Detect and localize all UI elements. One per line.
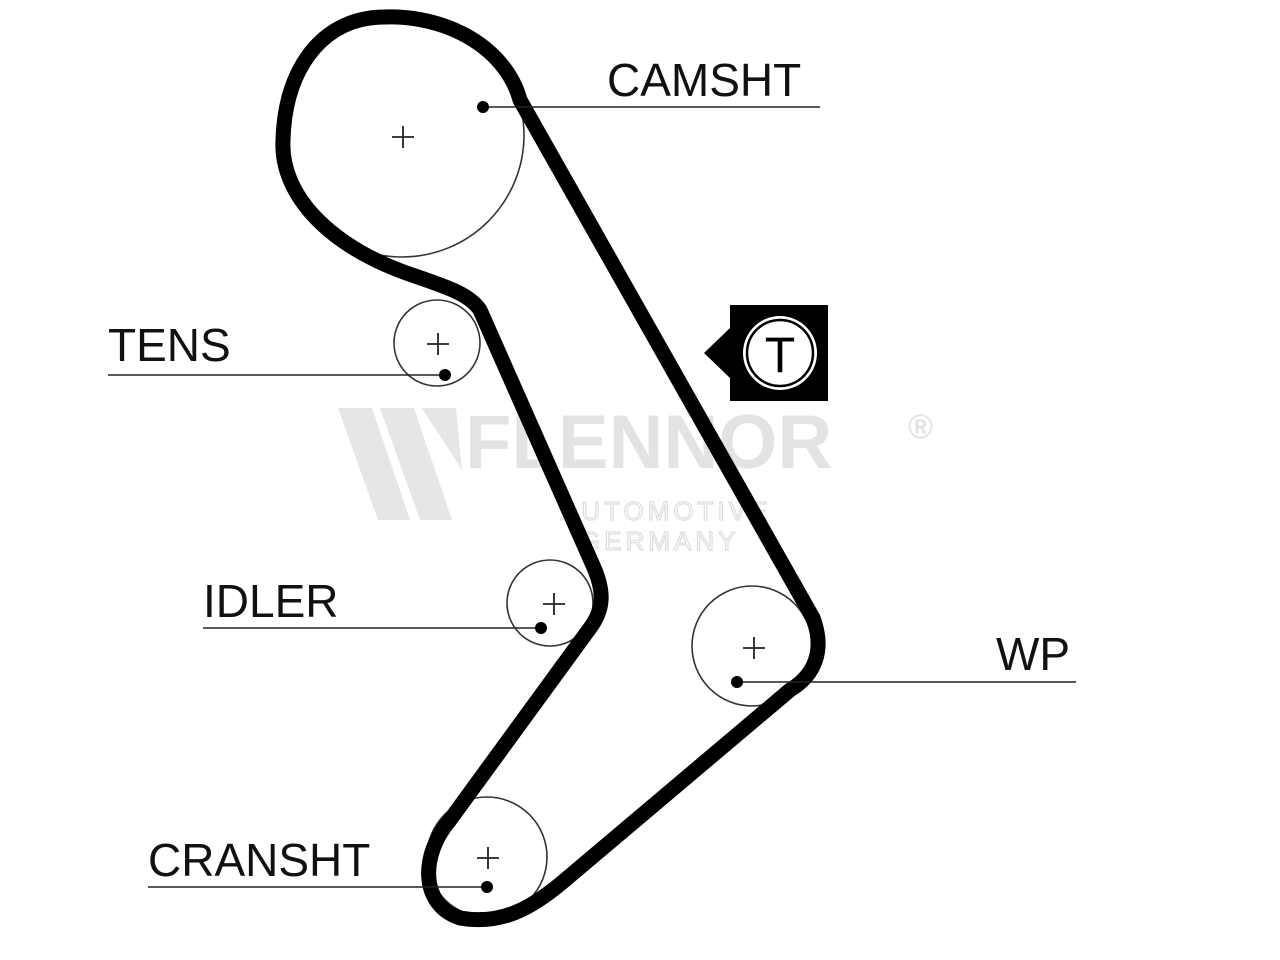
water-pump-label: WP <box>996 628 1070 680</box>
idler-leader <box>203 622 547 634</box>
water-pump-center-mark <box>743 637 765 659</box>
crankshaft-leader <box>148 881 493 893</box>
watermark-line2: GERMANY <box>580 526 739 556</box>
camshaft-center-mark <box>392 126 414 148</box>
watermark-registered: ® <box>908 408 933 446</box>
tensioner-pulley <box>393 299 481 387</box>
watermark-logo-mark <box>338 408 410 520</box>
tension-marker-label: T <box>765 327 796 383</box>
idler-center-mark <box>543 593 565 615</box>
watermark-line1: AUTOMOTIVE <box>560 496 771 526</box>
timing-belt <box>275 9 826 928</box>
tension-marker: T <box>704 305 828 401</box>
watermark: FLENNOR ® AUTOMOTIVE GERMANY <box>338 400 933 557</box>
idler-pulley <box>506 559 594 647</box>
water-pump-leader <box>731 676 1076 688</box>
camshaft-label: CAMSHT <box>607 54 801 106</box>
tensioner-center-mark <box>427 333 449 355</box>
crankshaft-label: CRANSHT <box>148 834 370 886</box>
tensioner-leader <box>108 369 451 381</box>
watermark-logo-mark <box>380 408 452 520</box>
watermark-logo-mark <box>422 408 462 470</box>
crankshaft-center-mark <box>477 847 499 869</box>
camshaft-leader <box>477 101 820 113</box>
idler-label: IDLER <box>203 575 338 627</box>
tensioner-label: TENS <box>108 319 231 371</box>
